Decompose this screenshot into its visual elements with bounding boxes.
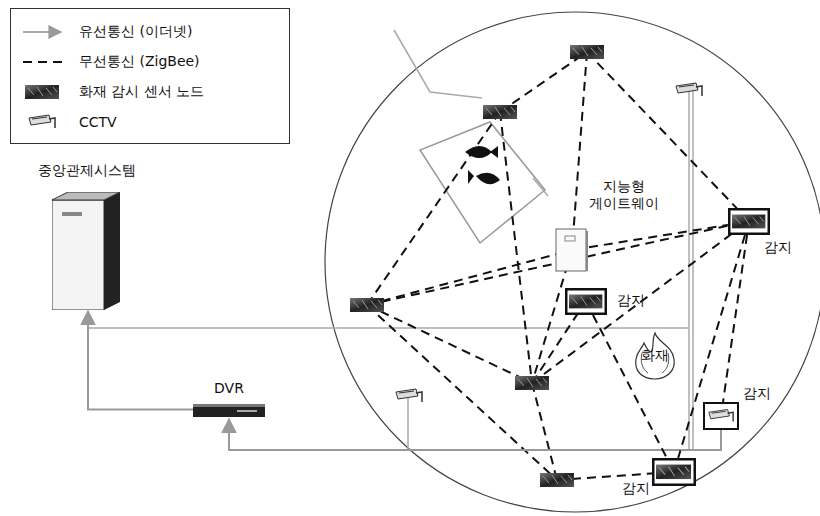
wireless-link: [589, 225, 728, 247]
sensorbox-icon: [728, 208, 770, 235]
control-server: 중앙관제시스템: [52, 192, 122, 310]
wireless-line: [572, 52, 587, 250]
sensor-node-icon: [515, 376, 549, 390]
gateway-icon: [555, 228, 589, 272]
legend-sample: [21, 20, 65, 44]
detecting-sensor: 감지: [565, 288, 607, 315]
node-label: 화재: [630, 347, 680, 364]
ethernet-link: [88, 311, 193, 410]
node-label: 감지: [758, 239, 798, 256]
coverage-circle: [325, 12, 820, 512]
node-label: 지능형 게이트웨이: [583, 178, 665, 212]
cctvbox-icon: [703, 402, 739, 430]
cctv-icon: [676, 83, 702, 96]
legend-sample: [21, 50, 65, 74]
legend-text: CCTV: [79, 114, 117, 130]
node-label: DVR: [189, 380, 269, 397]
legend-text: 유선통신 (이더넷): [79, 23, 192, 41]
sensorbox-icon: [652, 458, 696, 486]
legend-sample: [21, 80, 65, 104]
dvr-icon: [193, 401, 265, 418]
legend-row: 무선통신 (ZigBee): [21, 47, 281, 77]
detecting-sensor: 감지: [728, 208, 770, 235]
legend-row: 화재 감시 센서 노드: [21, 77, 281, 107]
sensor-icons: [350, 45, 604, 487]
wireless-line: [532, 221, 749, 383]
fire-symbol: 화재: [628, 331, 682, 381]
node-label: 감지: [616, 480, 656, 497]
node-label: 감지: [611, 292, 651, 309]
ethernet-link: [229, 419, 721, 450]
legend-text: 무선통신 (ZigBee): [79, 53, 200, 71]
node-label: 감지: [737, 385, 777, 402]
gateway-box: 지능형 게이트웨이: [555, 228, 589, 272]
dvr-box: DVR: [193, 401, 265, 418]
wireless-line: [500, 52, 587, 112]
wireless-link: [723, 235, 747, 402]
legend-row: CCTV: [21, 107, 281, 137]
node-label: 중앙관제시스템: [12, 162, 162, 179]
wireless-link: [678, 235, 745, 458]
wireless-line: [367, 305, 532, 383]
sensor-node-icon: [540, 473, 574, 487]
server-icon: [52, 192, 122, 310]
wireless-line: [367, 305, 557, 480]
legend-box: 유선통신 (이더넷) 무선통신 (ZigBee) 화재 감시 센서 노드 CCTV: [10, 8, 290, 144]
legend-sample: [21, 110, 65, 134]
legend-row: 유선통신 (이더넷): [21, 17, 281, 47]
detecting-sensor: 감지: [652, 458, 696, 486]
sensor-node-icon: [483, 105, 517, 119]
cctv-icon: [396, 389, 422, 402]
wireless-line: [367, 250, 572, 305]
legend-text: 화재 감시 센서 노드: [79, 83, 204, 101]
wireless-line: [367, 112, 500, 305]
sensor-node-icon: [350, 298, 384, 312]
sensorbox-icon: [565, 288, 607, 315]
wireless-line: [500, 112, 532, 383]
fish-shapes: [465, 146, 500, 184]
detecting-cctv: 감지: [703, 402, 739, 430]
wireless-line: [532, 383, 557, 480]
sensor-node-icon: [570, 45, 604, 59]
wireless-lines: [367, 52, 749, 480]
